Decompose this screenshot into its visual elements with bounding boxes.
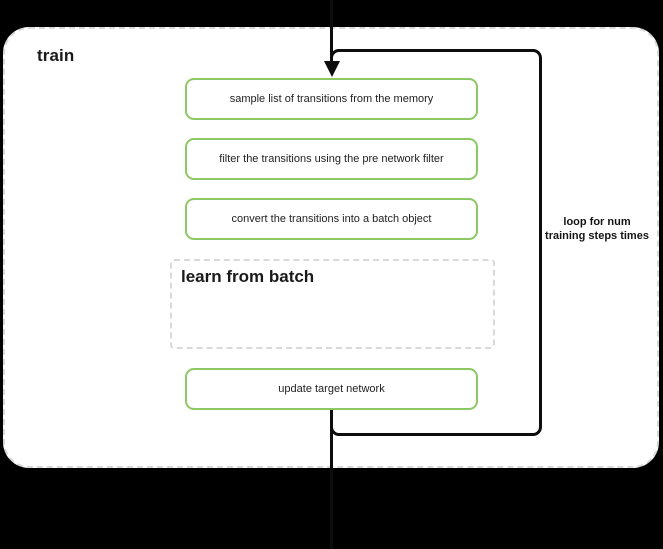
loop-label: loop for num training steps times [545,216,649,242]
step-box-sample-transitions[interactable]: sample list of transitions from the memo… [185,78,478,120]
step-label: sample list of transitions from the memo… [229,93,434,105]
loop-corner-top-right [531,49,542,61]
loop-right-segment [539,59,542,426]
loop-corner-top-left [330,49,340,59]
incoming-arrow-shaft [330,0,333,64]
step-box-filter-transitions[interactable]: filter the transitions using the pre net… [185,138,478,180]
loop-corner-bottom-right [531,424,542,436]
loop-bottom-segment [338,433,533,436]
incoming-arrow-head-icon [324,61,340,77]
outgoing-line [330,408,333,549]
step-box-convert-to-batch[interactable]: convert the transitions into a batch obj… [185,198,478,240]
step-label: filter the transitions using the pre net… [219,153,444,165]
loop-top-segment [338,49,534,52]
learn-from-batch-title: learn from batch [181,267,315,286]
learn-from-batch-group[interactable] [170,259,495,349]
step-label: update target network [278,383,385,395]
page-title: train [37,46,75,65]
step-box-update-target-network[interactable]: update target network [185,368,478,410]
step-label: convert the transitions into a batch obj… [231,213,432,225]
